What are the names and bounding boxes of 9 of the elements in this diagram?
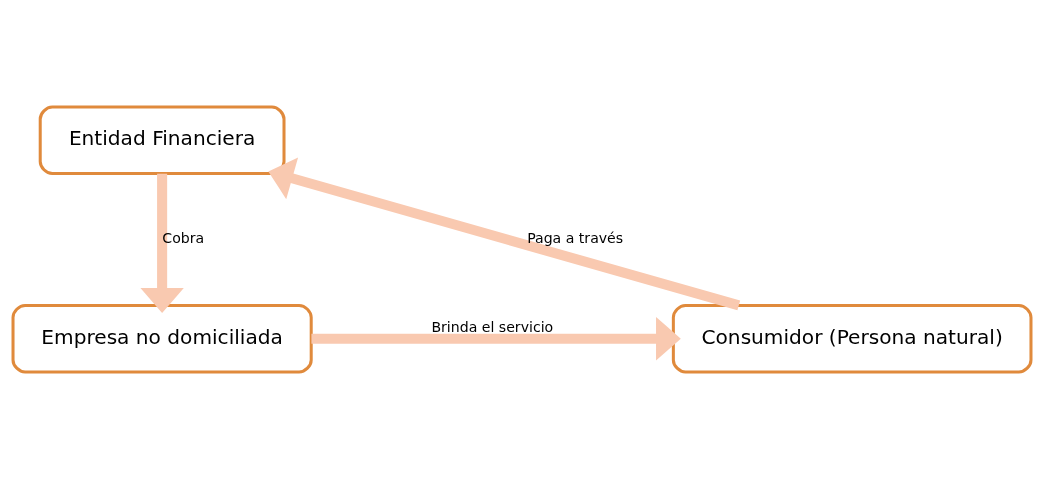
arrow bbox=[268, 156, 741, 310]
edge-label: Cobra bbox=[162, 229, 205, 246]
edge-label: Paga a través bbox=[527, 229, 624, 246]
node-box: Empresa no domiciliada bbox=[11, 303, 313, 373]
arrow bbox=[311, 316, 681, 360]
node-box: Entidad Financiera bbox=[38, 105, 286, 175]
edge-label: Brinda el servicio bbox=[431, 318, 554, 335]
node-box: Consumidor (Persona natural) bbox=[671, 303, 1033, 373]
arrow bbox=[140, 173, 184, 313]
